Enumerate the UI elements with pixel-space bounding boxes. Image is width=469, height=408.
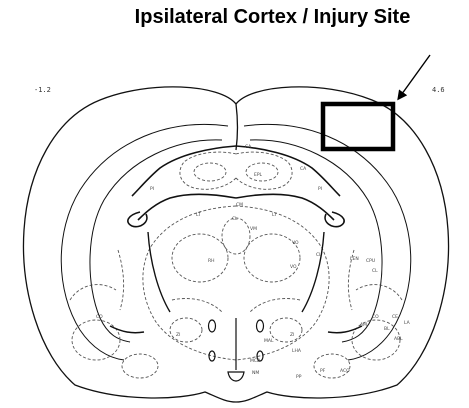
region-label: ABL xyxy=(394,336,403,342)
region-label: ZI xyxy=(290,332,294,338)
region-label: CE xyxy=(392,314,398,320)
region-label: PP xyxy=(296,374,302,380)
region-label: CPU xyxy=(366,258,375,264)
region-label: LT xyxy=(196,212,201,218)
region-label: PI xyxy=(150,186,154,192)
region-label: LA xyxy=(404,320,411,326)
region-label: MCB xyxy=(250,358,260,364)
region-label: PI xyxy=(318,186,322,192)
region-label: CO xyxy=(96,314,103,320)
region-label: VO xyxy=(290,264,297,270)
region-label: EPL xyxy=(254,172,263,178)
region-label: CL xyxy=(372,268,378,274)
region-label: CO xyxy=(372,314,379,320)
region-label: CA xyxy=(300,166,307,172)
region-label: LT xyxy=(272,212,277,218)
region-label: CM xyxy=(236,202,243,208)
internal-capsule xyxy=(110,232,362,333)
region-label: CL xyxy=(232,216,238,222)
region-label: VM xyxy=(250,226,257,232)
region-label: MAL xyxy=(264,338,274,344)
region-label: PF xyxy=(320,368,326,374)
region-label: LEN xyxy=(350,256,359,262)
thalamus-dorsal xyxy=(180,152,292,189)
injury-site-box xyxy=(323,104,393,149)
region-label: VO xyxy=(292,240,299,246)
arrow-icon xyxy=(399,55,430,98)
region-label: CL xyxy=(316,252,322,258)
hippocampus-outline xyxy=(128,146,344,227)
region-label: ZI xyxy=(176,332,180,338)
atlas-region-labels: CA CA EPL PI PI CM CL LT LT VO VM RH CL … xyxy=(96,144,411,380)
region-label: BL xyxy=(384,326,390,332)
region-label: AM xyxy=(360,322,367,328)
region-label: CA xyxy=(245,144,252,150)
region-label: ACO xyxy=(340,368,350,374)
region-label: LHA xyxy=(292,348,302,354)
region-label: RH xyxy=(208,258,215,264)
region-label: NM xyxy=(252,370,259,376)
